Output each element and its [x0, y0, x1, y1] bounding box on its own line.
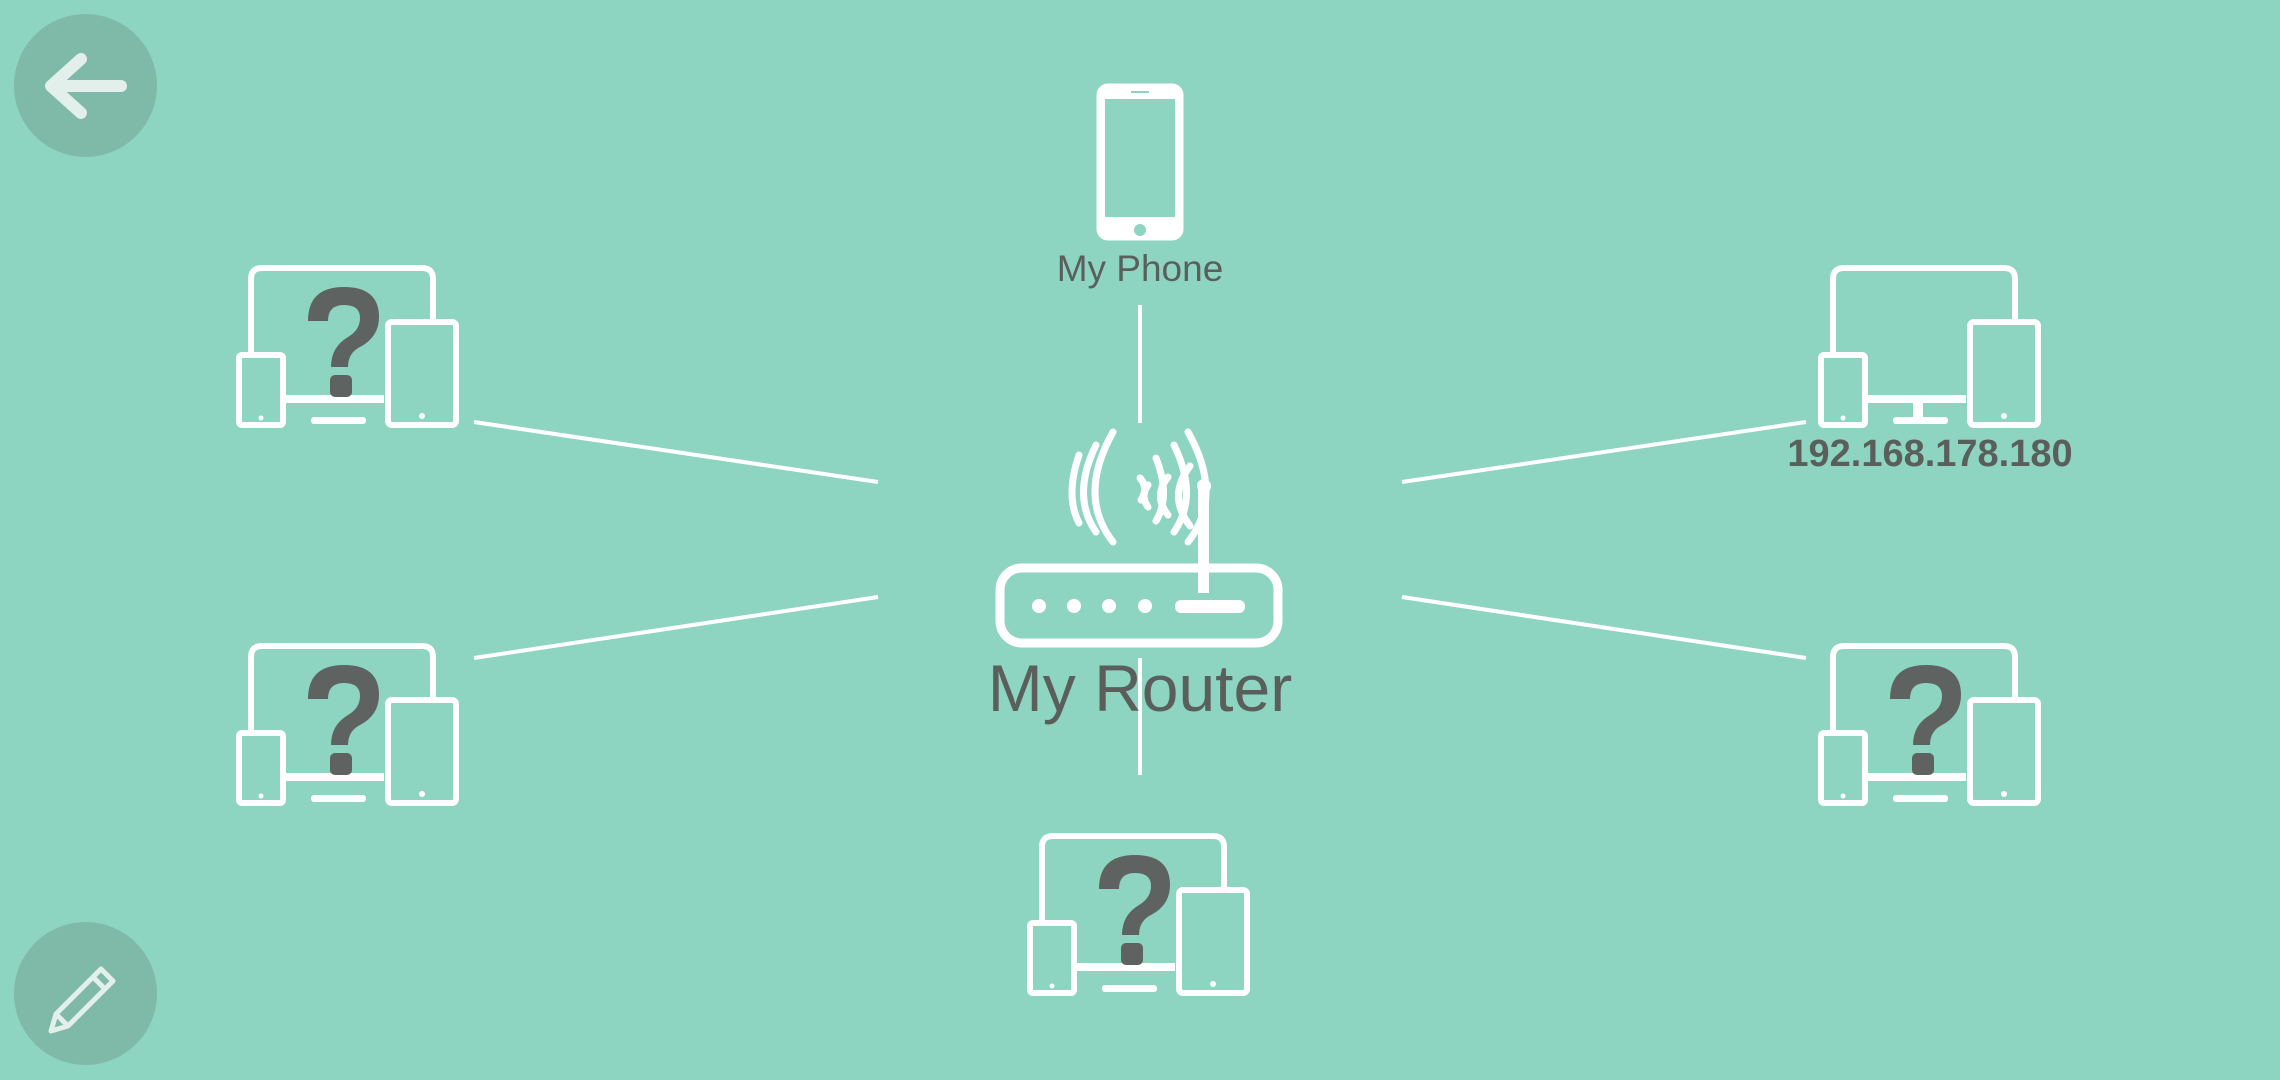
unknown-device-bottom-right[interactable]	[1818, 643, 2043, 808]
wifi-router-icon	[995, 428, 1283, 648]
known-device[interactable]	[1818, 265, 2043, 430]
link-top-right	[1401, 420, 1807, 484]
link-bottom-right	[1401, 595, 1807, 660]
unknown-device-icon	[236, 643, 459, 806]
unknown-device-bottom-center[interactable]	[1027, 833, 1252, 998]
question-mark-icon	[1890, 665, 1961, 745]
question-mark-icon	[308, 665, 379, 745]
link-bottom-left	[473, 595, 879, 660]
unknown-device-icon	[236, 265, 459, 428]
unknown-device-icon	[1818, 643, 2041, 806]
known-device-ip-label: 192.168.178.180	[1787, 433, 2073, 475]
edit-button[interactable]	[14, 922, 157, 1065]
unknown-device-icon	[1027, 833, 1250, 996]
router-device[interactable]	[995, 428, 1285, 650]
phone-device[interactable]	[1096, 83, 1184, 241]
pencil-icon	[48, 966, 115, 1033]
back-button[interactable]	[14, 14, 157, 157]
smartphone-icon	[1096, 83, 1184, 241]
arrow-left-icon	[44, 52, 127, 119]
question-mark-icon	[308, 287, 379, 367]
phone-label: My Phone	[1056, 248, 1224, 289]
unknown-device-bottom-left[interactable]	[236, 643, 461, 808]
link-top-left	[473, 420, 879, 484]
unknown-device-top-left[interactable]	[236, 265, 461, 430]
question-mark-icon	[1099, 855, 1170, 935]
multi-device-icon	[1818, 265, 2041, 428]
router-label: My Router	[987, 651, 1293, 725]
